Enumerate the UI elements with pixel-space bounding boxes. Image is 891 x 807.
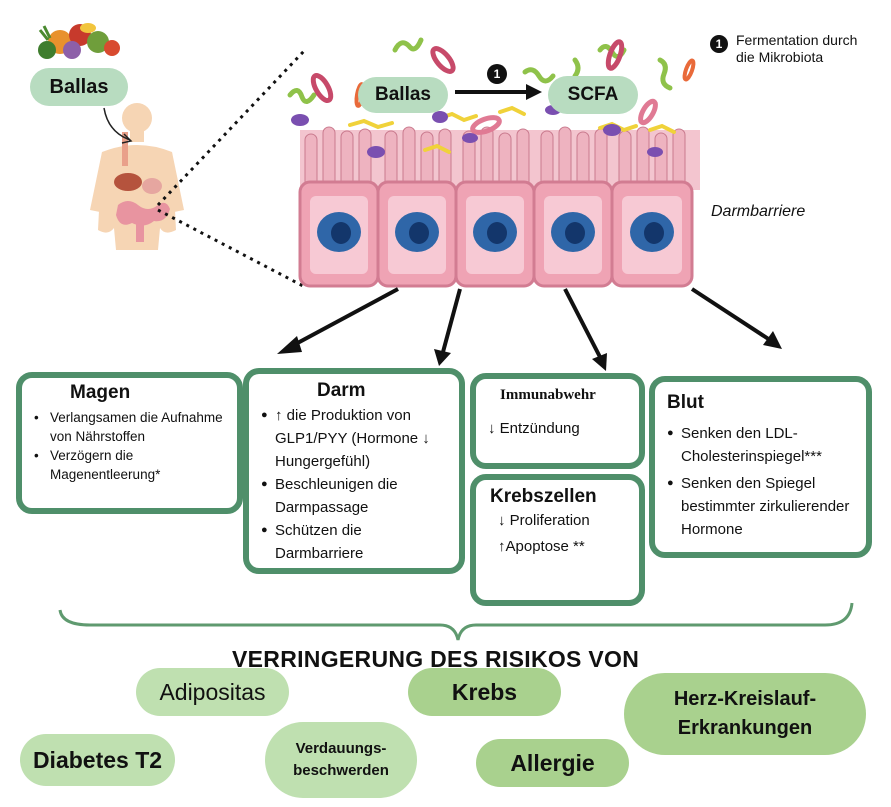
risk-pill-verdauung: Verdauungs-beschwerden: [265, 722, 417, 798]
ballas-label-small: Ballas: [30, 68, 128, 106]
human-body-icon: [90, 103, 184, 250]
box-darm-title: Darm: [317, 380, 366, 401]
risk-pill-krebs: Krebs: [408, 668, 561, 716]
box-immunabwehr-title: Immunabwehr: [500, 387, 596, 403]
ballas-to-body-arrow: [103, 107, 131, 141]
bacteria-purple-icon: [291, 105, 663, 158]
gut-barrier-illustration: [298, 126, 700, 288]
box-krebszellen: Krebszellen ↓ Proliferation ↑Apoptose **: [470, 474, 645, 606]
magen-item: Verzögern die Magenentleerung*: [28, 446, 229, 484]
scfa-label: SCFA: [548, 76, 638, 114]
box-darm: Darm ↑ die Produktion von GLP1/PYY (Horm…: [243, 368, 465, 574]
magen-item: Verlangsamen die Aufnahme von Nährstoffe…: [28, 408, 229, 446]
ballas-label-main: Ballas: [358, 77, 448, 113]
curly-brace: [58, 602, 854, 641]
box-magen-title: Magen: [70, 382, 131, 403]
legend-number: 1: [710, 35, 728, 53]
risk-pill-herz-kreislauf: Herz-Kreislauf-Erkrankungen: [624, 673, 866, 755]
darm-item: ↑ die Produktion von GLP1/PYY (Hormone ↓…: [261, 404, 451, 473]
krebs-item: ↓ Proliferation: [498, 512, 590, 529]
risk-pill-diabetes: Diabetes T2: [20, 734, 175, 786]
step-number: 1: [493, 67, 501, 81]
box-immunabwehr: Immunabwehr ↓ Entzündung: [470, 373, 645, 469]
immun-item: ↓ Entzündung: [488, 420, 580, 437]
darm-item: Beschleunigen die Darmpassage: [261, 473, 451, 519]
zoom-line-lower: [157, 208, 306, 289]
box-magen: Magen Verlangsamen die Aufnahme von Nähr…: [16, 372, 243, 514]
blut-item: Senken den Spiegel bestimmter zirkuliere…: [667, 472, 858, 541]
microbiota-icon: [287, 37, 696, 154]
barrier-label: Darmbarriere: [711, 203, 806, 220]
risk-heading: VERRINGERUNG DES RISIKOS VON: [232, 646, 640, 672]
box-krebszellen-title: Krebszellen: [490, 486, 597, 507]
box-blut-title: Blut: [667, 392, 704, 413]
vegetables-icon: [38, 23, 120, 59]
effect-arrows: [291, 287, 772, 358]
risk-pill-adipositas: Adipositas: [136, 668, 289, 716]
risk-pill-allergie: Allergie: [476, 739, 629, 787]
zoom-line-upper: [156, 48, 307, 207]
box-blut: Blut Senken den LDL-Cholesterinspiegel**…: [649, 376, 872, 558]
krebs-item: ↑Apoptose **: [498, 538, 585, 555]
blut-item: Senken den LDL-Cholesterinspiegel***: [667, 422, 858, 468]
darm-item: Schützen die Darmbarriere: [261, 519, 451, 565]
legend-text: Fermentation durch die Mikrobiota: [736, 32, 858, 65]
